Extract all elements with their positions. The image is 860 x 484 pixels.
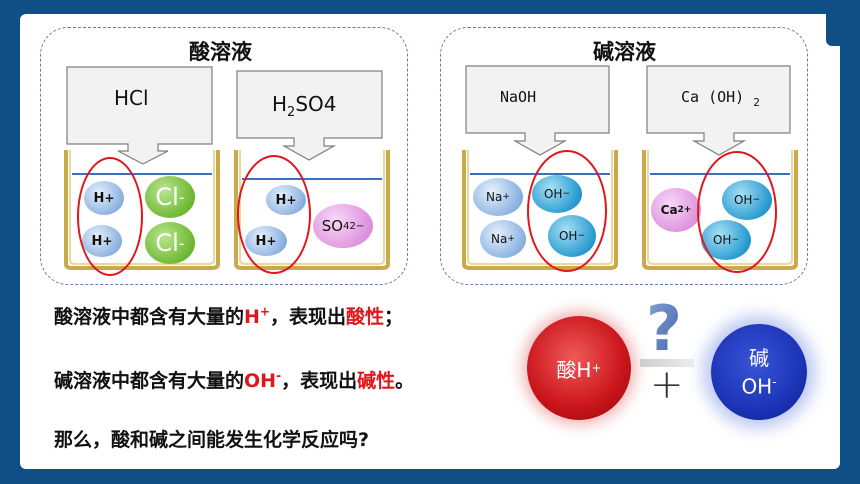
acid-panel-title: 酸溶液 xyxy=(189,40,252,64)
callout-caoh2-sub: 2 xyxy=(753,96,760,109)
base-ball: 碱 OH- xyxy=(711,324,807,420)
ion-cl-minus: Cl- xyxy=(145,222,195,264)
callout-naoh-label: NaOH xyxy=(500,88,537,106)
base-panel-title: 碱溶液 xyxy=(593,40,656,64)
highlight-oval xyxy=(77,157,143,276)
callout-h2so4-sub: 2 xyxy=(287,105,296,120)
base-statement: 碱溶液中都含有大量的OH-，表现出碱性。 xyxy=(54,368,415,392)
corner-tab xyxy=(826,14,840,46)
ion-na-plus: Na+ xyxy=(480,220,526,258)
highlight-oval xyxy=(697,151,777,273)
callout-h2so4-label: H2SO4 xyxy=(272,92,337,120)
acid-ball: 酸H+ xyxy=(527,316,631,420)
highlight-oval xyxy=(237,155,311,274)
callout-h2so4-rest: SO4 xyxy=(295,92,337,116)
callout-hcl xyxy=(66,66,213,165)
callout-caoh2-label: Ca (OH) 2 xyxy=(681,88,760,109)
callout-h2so4 xyxy=(236,70,383,161)
highlight-oval xyxy=(527,150,607,272)
callout-caoh2-main: Ca (OH) xyxy=(681,88,754,106)
svg-text:?: ? xyxy=(646,296,682,364)
base-panel xyxy=(440,27,808,285)
ion-cl-minus: Cl- xyxy=(145,176,195,218)
callout-naoh xyxy=(465,65,610,156)
question-mark-icon: ? xyxy=(646,296,682,364)
plus-sign: + xyxy=(650,362,684,408)
callout-hcl-label: HCl xyxy=(114,86,149,110)
gray-band xyxy=(640,359,694,367)
ion-na-plus: Na+ xyxy=(473,178,523,216)
acid-statement: 酸溶液中都含有大量的H+，表现出酸性； xyxy=(54,304,404,328)
acid-panel xyxy=(40,27,408,285)
callout-caoh2 xyxy=(646,65,791,156)
question-statement: 那么，酸和碱之间能发生化学反应吗? xyxy=(54,429,370,451)
callout-h2so4-h: H xyxy=(272,92,288,116)
